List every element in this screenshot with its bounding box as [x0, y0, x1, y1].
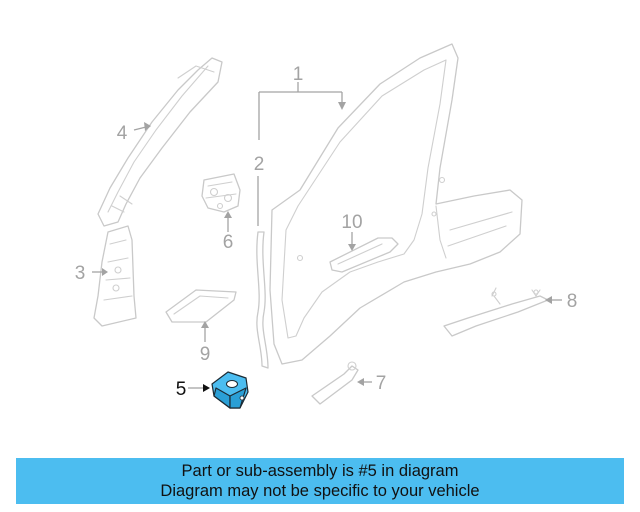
callout-4: 4	[117, 123, 128, 144]
part-6-bracket	[201, 173, 241, 213]
callout-6: 6	[223, 232, 234, 253]
callout-2: 2	[254, 154, 265, 175]
part-1-body-side-panel	[269, 43, 523, 365]
part-3-hinge-pillar	[93, 225, 137, 327]
part-8-rocker-molding	[443, 287, 549, 337]
leader-lines	[92, 82, 562, 392]
part-7-strip	[311, 361, 359, 405]
part-9-insulator-pad	[165, 289, 237, 323]
part-4-windshield-pillar	[97, 57, 223, 227]
part-10-sill-plate	[329, 237, 399, 273]
diagram-notice-banner: Part or sub-assembly is #5 in diagram Di…	[16, 458, 624, 504]
callout-7: 7	[376, 373, 387, 394]
banner-line-1: Part or sub-assembly is #5 in diagram	[181, 462, 459, 480]
callout-10: 10	[341, 212, 362, 233]
exploded-parts-diagram: 1 2 3 4 5 6 7 8 9 10	[75, 43, 578, 409]
callout-3: 3	[75, 263, 86, 284]
callout-5: 5	[176, 379, 187, 400]
part-2-weatherstrip	[256, 231, 269, 369]
callout-1: 1	[293, 64, 304, 85]
callout-8: 8	[567, 291, 578, 312]
callout-9: 9	[200, 344, 211, 365]
part-5-highlighted-bracket	[211, 371, 249, 409]
banner-line-2: Diagram may not be specific to your vehi…	[160, 482, 480, 500]
